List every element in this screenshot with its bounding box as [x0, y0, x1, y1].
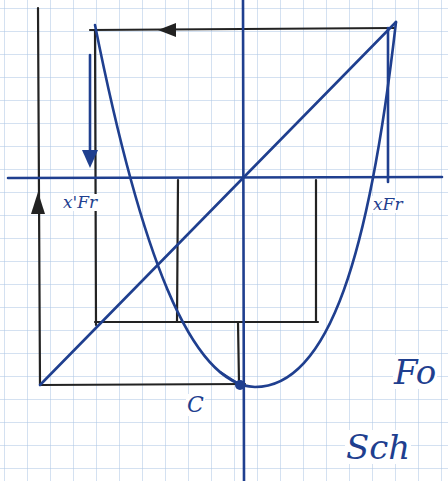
point-label: C [186, 394, 205, 416]
vertex-dot [235, 380, 245, 390]
note-fragment: Sch [345, 430, 411, 464]
blue-ink-lines [8, 0, 442, 481]
arrowheads [31, 23, 176, 214]
note-fragment: Fo [393, 355, 437, 389]
axis-label: x'Fr [62, 194, 98, 211]
axis-label: xFr [372, 196, 404, 213]
construction-lines [38, 8, 395, 385]
